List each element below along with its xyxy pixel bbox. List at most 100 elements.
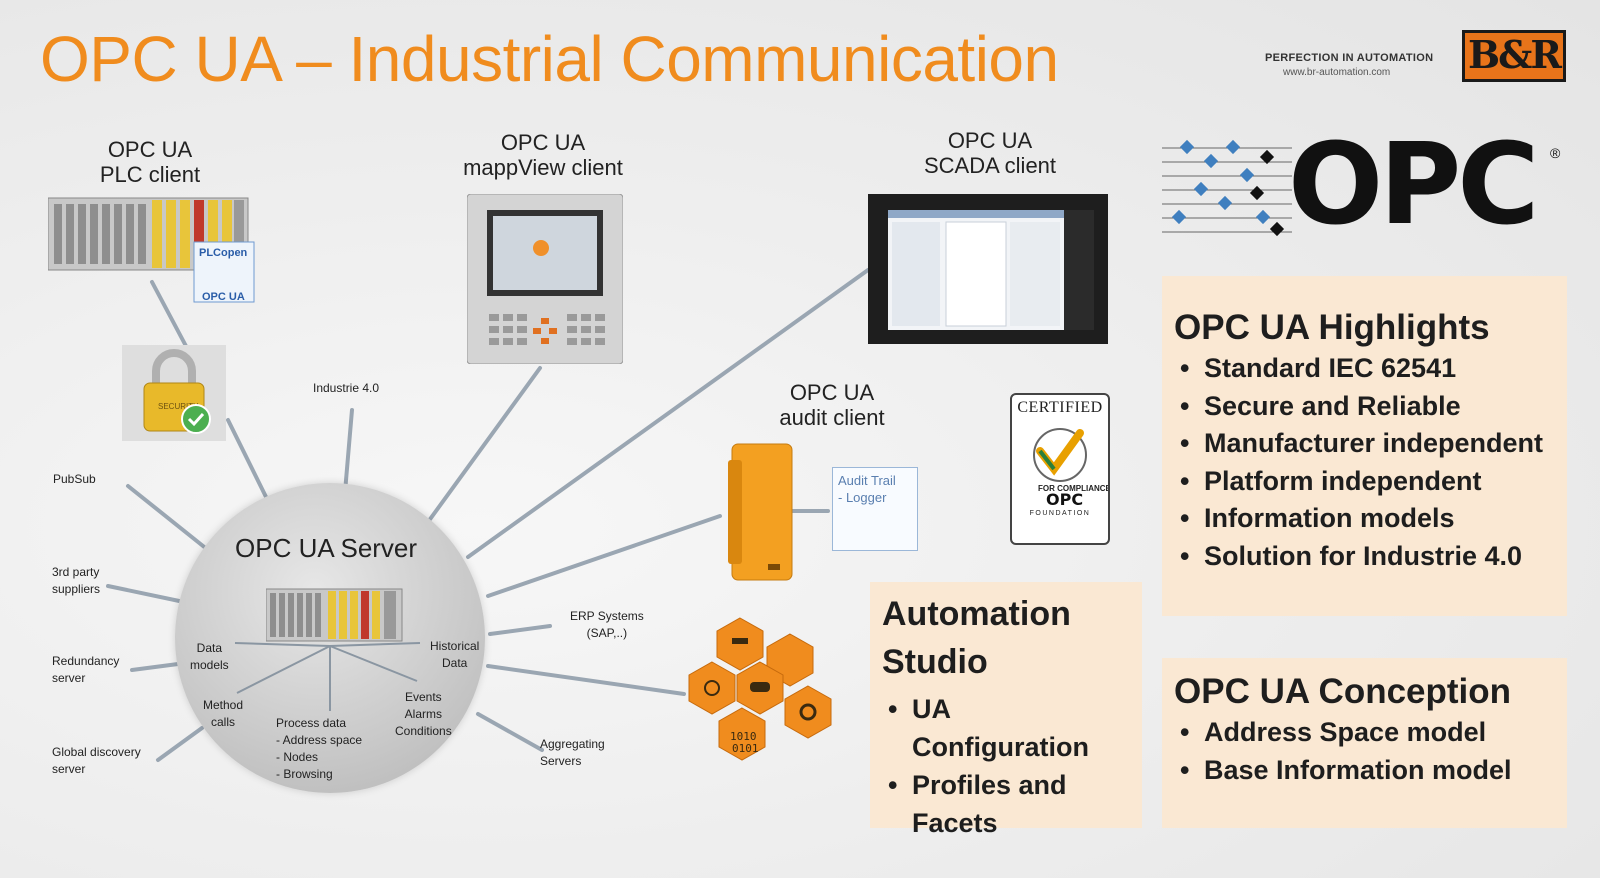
automation-studio-title: Automation Studio <box>882 590 1142 686</box>
erp-label: ERP Systems (SAP,..) <box>570 608 644 642</box>
automation-studio-title-line2: Studio <box>882 643 988 681</box>
events-line3: Conditions <box>395 724 452 738</box>
gears-icon <box>784 685 832 739</box>
certified-check-icon: FOR COMPLIANCE OPC <box>1033 428 1112 509</box>
redundancy-line1: Redundancy <box>52 654 120 668</box>
industrie-label: Industrie 4.0 <box>313 381 380 395</box>
mappview-client-line1: OPC UA <box>500 130 586 155</box>
third-party-line2: suppliers <box>52 582 101 596</box>
line-pubsub <box>126 484 210 552</box>
brand-url: www.br-automation.com <box>1283 67 1391 78</box>
discovery-line1: Global discovery <box>52 745 141 759</box>
redundancy-label: Redundancy server <box>52 653 119 687</box>
discovery-label: Global discovery server <box>52 744 141 778</box>
mappview-client-label: OPC UA mappView client <box>458 130 628 180</box>
audit-client-label: OPC UA audit client <box>772 380 892 430</box>
security-lock-icon: SECURITY <box>122 345 226 441</box>
third-party-label: 3rd party suppliers <box>52 564 100 598</box>
erp-line1: ERP Systems <box>570 609 644 623</box>
certified-foundation: FOUNDATION <box>1029 510 1091 517</box>
automation-studio-title-line1: Automation <box>882 595 1071 633</box>
server-plc-image <box>266 588 403 642</box>
automation-studio-box: Automation Studio UA Configuration Profi… <box>870 582 1142 838</box>
line-erp <box>488 624 552 636</box>
highlights-box: OPC UA Highlights Standard IEC 62541 Sec… <box>1162 276 1567 616</box>
automation-studio-item: UA Configuration <box>882 690 1132 766</box>
mappview-panel-image <box>467 194 623 364</box>
highlight-item: Solution for Industrie 4.0 <box>1174 538 1567 576</box>
brand-tagline: PERFECTION IN AUTOMATION <box>1265 52 1434 64</box>
svg-text:OPC: OPC <box>1046 490 1083 507</box>
data-models-line2: models <box>190 658 229 672</box>
events-label: Events Alarms Conditions <box>395 689 452 740</box>
erp-line2: (SAP,..) <box>586 626 628 640</box>
pubsub-label: PubSub <box>53 472 96 486</box>
automation-studio-list: UA Configuration Profiles and Facets <box>882 690 1132 842</box>
audit-trail-document: Audit Trail - Logger <box>832 467 918 551</box>
aggregating-line2: Servers <box>540 754 582 768</box>
conception-list: Address Space model Base Information mod… <box>1174 714 1567 789</box>
server-inner-lines <box>234 642 421 711</box>
conception-item: Address Space model <box>1174 714 1567 752</box>
plc-client-line2: PLC client <box>99 162 201 187</box>
highlights-list: Standard IEC 62541 Secure and Reliable M… <box>1174 350 1567 575</box>
line-audit <box>486 514 722 598</box>
eye-icon <box>688 661 736 715</box>
scada-client-line1: OPC UA <box>947 128 1033 153</box>
line-industrie <box>343 408 354 494</box>
scada-client-label: OPC UA SCADA client <box>910 128 1070 178</box>
discovery-line2: server <box>52 762 86 776</box>
process-line3: - Nodes <box>276 750 319 764</box>
line-security <box>226 418 272 507</box>
highlight-item: Platform independent <box>1174 463 1567 501</box>
historical-line1: Historical <box>430 639 480 653</box>
highlights-title: OPC UA Highlights <box>1174 308 1490 347</box>
aggregating-line1: Aggregating <box>540 737 605 751</box>
audit-client-line2: audit client <box>779 405 885 430</box>
line-mappview <box>426 366 542 524</box>
highlight-item: Information models <box>1174 500 1567 538</box>
mappview-client-line2: mappView client <box>463 155 623 180</box>
conception-item: Base Information model <box>1174 752 1567 790</box>
scada-client-line2: SCADA client <box>923 153 1057 178</box>
svg-text:FOR COMPLIANCE: FOR COMPLIANCE <box>1038 484 1108 493</box>
method-calls-label: Method calls <box>203 697 243 731</box>
line-scada <box>466 268 870 559</box>
conception-box: OPC UA Conception Address Space model Ba… <box>1162 658 1567 828</box>
plc-hardware-image: PLCopen OPC UA <box>48 197 255 303</box>
line-aggregating <box>476 712 544 752</box>
highlight-item: Manufacturer independent <box>1174 425 1567 463</box>
plc-client-label: OPC UA PLC client <box>95 137 205 187</box>
events-line2: Alarms <box>404 707 443 721</box>
line-thirdparty <box>106 584 186 604</box>
certified-badge: CERTIFIED FOR COMPLIANCE OPC FOUNDATION <box>1010 393 1112 545</box>
redundancy-line2: server <box>52 671 86 685</box>
audit-doc-line2: - Logger <box>838 490 887 505</box>
historical-data-label: Historical Data <box>430 638 479 672</box>
automation-studio-item: Profiles and Facets <box>882 766 1082 842</box>
svg-text:1010: 1010 <box>730 730 757 743</box>
audit-client-line1: OPC UA <box>789 380 875 405</box>
method-calls-line1: Method <box>203 698 244 712</box>
audit-device-image <box>728 443 793 581</box>
server-title: OPC UA Server <box>235 533 418 563</box>
third-party-line1: 3rd party <box>52 565 100 579</box>
audit-doc-line1: Audit Trail <box>838 473 896 488</box>
opcua-badge: OPC UA <box>202 291 245 303</box>
svg-text:SECURITY: SECURITY <box>158 402 199 411</box>
process-data-label: Process data - Address space - Nodes - B… <box>276 715 362 783</box>
scada-monitor-image <box>868 194 1108 344</box>
highlight-item: Secure and Reliable <box>1174 388 1567 426</box>
data-models-label: Data models <box>190 640 229 674</box>
br-logo: B&R <box>1462 30 1566 82</box>
data-models-line1: Data <box>196 641 223 655</box>
registered-mark: ® <box>1550 145 1561 161</box>
method-calls-line2: calls <box>211 715 236 729</box>
plc-client-line1: OPC UA <box>107 137 193 162</box>
opc-logo-text: OPC <box>1288 120 1539 250</box>
line-discovery <box>156 726 204 762</box>
historical-line2: Data <box>441 656 468 670</box>
page-title: OPC UA – Industrial Communication <box>40 23 1059 95</box>
